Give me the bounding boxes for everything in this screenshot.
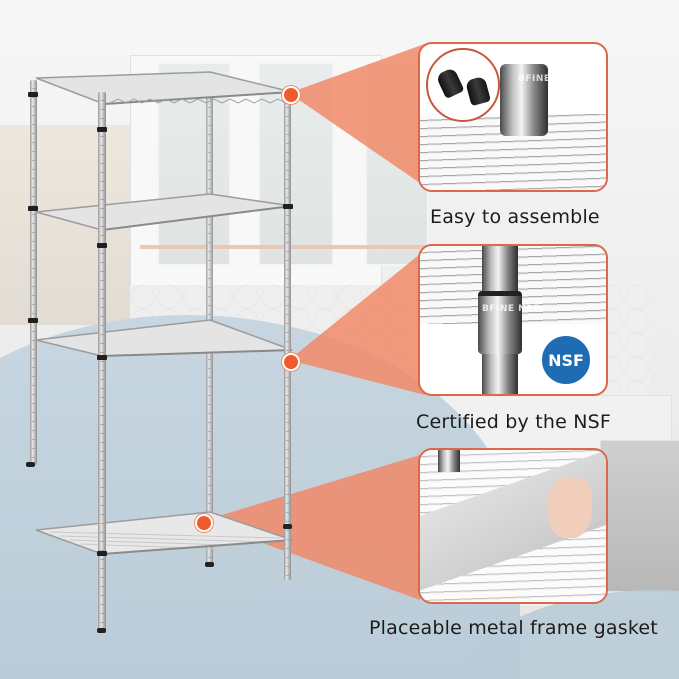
shelf-collar: [97, 355, 107, 360]
shelf-tier-1: [30, 70, 295, 110]
chrome-post: [438, 450, 460, 472]
callout-dot-gasket: [195, 514, 213, 532]
shelf-collar: [28, 92, 38, 97]
callout-dot-assembly: [282, 86, 300, 104]
label-easy-to-assemble: Easy to assemble: [430, 206, 600, 228]
sleeve-clip: [435, 66, 465, 100]
shelf-tier-4: [30, 490, 295, 560]
sleeve-clip: [464, 75, 492, 107]
callout-panel-certification: BFINE NSF NSF: [418, 244, 608, 396]
leveling-foot: [283, 524, 292, 529]
front-right-post: [284, 90, 291, 580]
chrome-sleeve: [500, 64, 548, 136]
background-stove: [600, 440, 679, 592]
shelf-collar: [28, 318, 38, 323]
shelf-collar: [97, 551, 107, 556]
clip-inset-circle: [426, 48, 500, 122]
hand: [548, 478, 592, 538]
background-shelf-edge: [140, 245, 470, 249]
leveling-foot: [205, 562, 214, 567]
callout-dot-certification: [282, 353, 300, 371]
rear-left-post: [30, 80, 37, 465]
label-certified-by-nsf: Certified by the NSF: [416, 411, 612, 433]
engraving-text: BFINE NSF: [482, 304, 540, 314]
shelf-collar: [97, 243, 107, 248]
engraving-text: BFINE NSF: [518, 74, 576, 84]
callout-panel-assembly: BFINE NSF: [418, 42, 608, 192]
callout-panel-gasket: [418, 448, 608, 604]
shelf-tier-2: [30, 184, 295, 234]
front-left-post: [98, 92, 106, 632]
shelf-collar: [28, 206, 38, 211]
shelf-collar: [283, 204, 293, 209]
shelf-collar: [97, 127, 107, 132]
leveling-foot: [97, 628, 106, 633]
nsf-badge: NSF: [540, 334, 592, 386]
label-placeable-gasket: Placeable metal frame gasket: [369, 617, 658, 639]
chrome-collar: [478, 291, 522, 354]
leveling-foot: [26, 462, 35, 467]
shelf-tier-3: [30, 300, 295, 360]
